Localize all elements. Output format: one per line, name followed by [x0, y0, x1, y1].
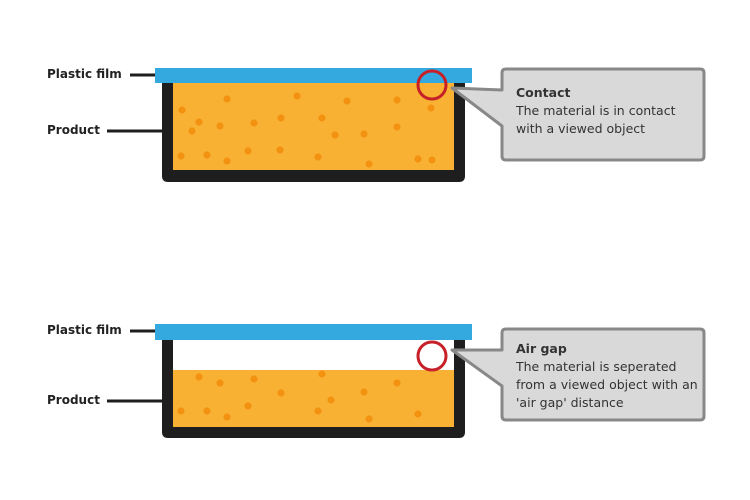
callout-text: The material is in contact with a viewed… — [516, 103, 676, 136]
particle — [318, 370, 326, 378]
callout-title: Air gap — [516, 341, 567, 356]
particle — [250, 119, 258, 127]
plastic-film — [155, 68, 472, 83]
particle — [343, 97, 351, 105]
particle — [216, 122, 224, 130]
plastic-film-label: Plastic film — [47, 67, 122, 81]
particle — [365, 160, 373, 168]
callout-box — [450, 327, 706, 422]
particle — [177, 152, 185, 160]
plastic-film — [155, 324, 472, 340]
particle — [393, 379, 401, 387]
particle — [314, 407, 322, 415]
callout-content: Air gap The material is seperated from a… — [516, 340, 702, 412]
contact-diagram — [107, 67, 706, 182]
particle — [393, 123, 401, 131]
particle — [195, 373, 203, 381]
plastic-film-label: Plastic film — [47, 323, 122, 337]
callout-title: Contact — [516, 85, 571, 100]
callout-text: The material is seperated from a viewed … — [516, 359, 698, 410]
particle — [244, 147, 252, 155]
container — [162, 80, 465, 182]
air-gap-highlight-circle — [416, 340, 448, 372]
particle — [178, 106, 186, 114]
container — [162, 338, 465, 438]
product-fill — [173, 370, 454, 427]
particle — [250, 375, 258, 383]
particle — [365, 415, 373, 423]
contact-highlight-circle — [416, 69, 448, 101]
particle — [188, 127, 196, 135]
particle — [244, 402, 252, 410]
particle — [318, 114, 326, 122]
particle — [414, 155, 422, 163]
particle — [216, 379, 224, 387]
particle — [331, 131, 339, 139]
product-label: Product — [47, 123, 100, 137]
product-fill — [173, 83, 454, 170]
particle — [223, 157, 231, 165]
particle — [327, 396, 335, 404]
callout-content: Contact The material is in contact with … — [516, 84, 704, 138]
product-particles — [177, 92, 436, 168]
particle — [428, 156, 436, 164]
particle — [414, 410, 422, 418]
particle — [223, 95, 231, 103]
callout-box — [450, 67, 706, 162]
particle — [276, 146, 284, 154]
particle — [427, 104, 435, 112]
particle — [277, 389, 285, 397]
particle — [203, 151, 211, 159]
particle — [360, 130, 368, 138]
particle — [314, 153, 322, 161]
particle — [360, 388, 368, 396]
particle — [195, 118, 203, 126]
product-label: Product — [47, 393, 100, 407]
product-particles — [177, 370, 422, 423]
particle — [177, 407, 185, 415]
particle — [293, 92, 301, 100]
particle — [223, 413, 231, 421]
particle — [277, 114, 285, 122]
particle — [203, 407, 211, 415]
air-gap-diagram — [107, 324, 706, 438]
particle — [393, 96, 401, 104]
